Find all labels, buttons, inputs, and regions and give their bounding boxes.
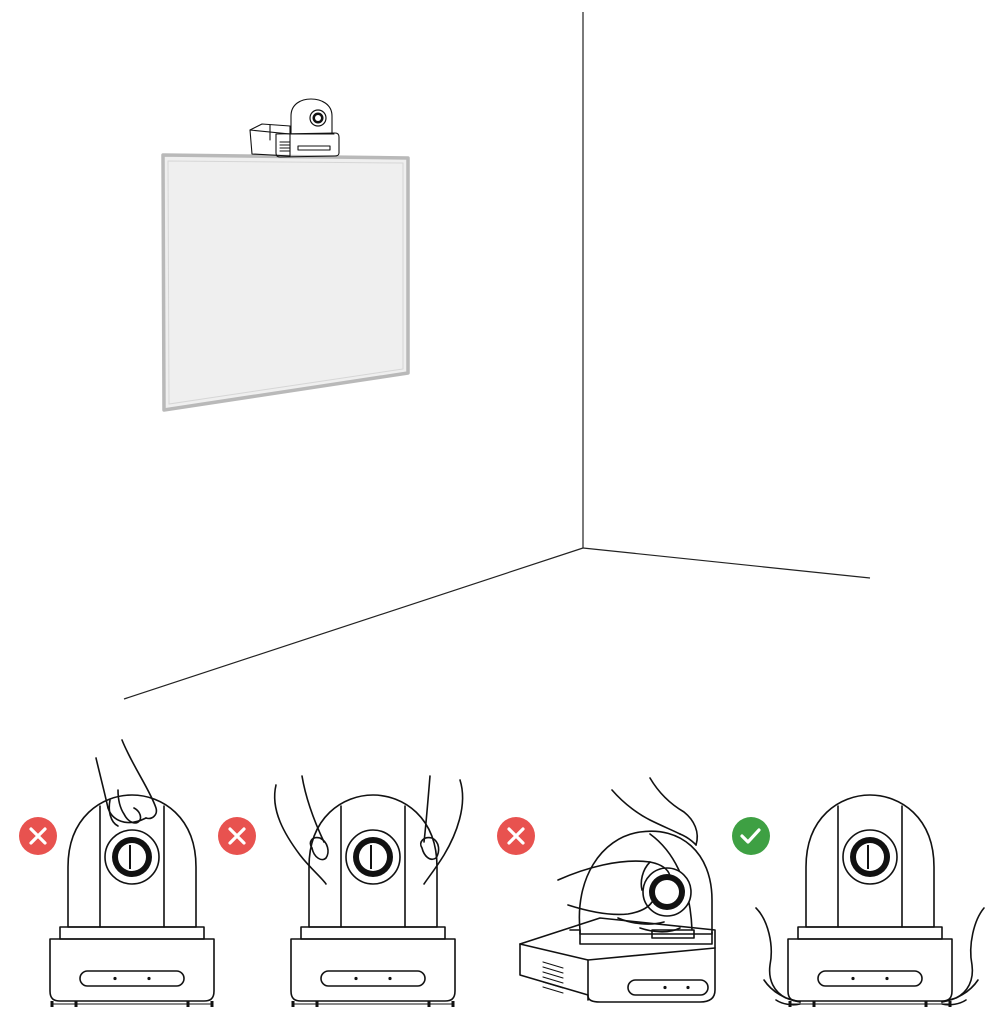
hand-icon <box>557 860 681 933</box>
right-badge <box>732 817 770 855</box>
hand-icon <box>95 739 158 827</box>
handling-example-3 <box>497 777 716 1003</box>
camera-front-view <box>289 793 457 1009</box>
handling-example-2 <box>218 775 464 1009</box>
room-corner <box>123 12 871 700</box>
check-icon <box>740 828 761 844</box>
hand-icon <box>755 907 801 1006</box>
camera-front-view <box>48 793 216 1009</box>
ptz-camera-mounted <box>249 98 340 158</box>
cross-icon <box>228 827 246 845</box>
floor-edge-left <box>123 547 584 700</box>
handling-example-4 <box>732 793 985 1009</box>
wrong-badge <box>19 817 57 855</box>
camera-front-view <box>786 793 954 1009</box>
wall-screen <box>161 153 410 412</box>
handling-example-1 <box>19 739 216 1009</box>
wrong-badge <box>497 817 535 855</box>
wrong-badge <box>218 817 256 855</box>
cross-icon <box>29 827 47 845</box>
hand-icon <box>611 777 699 846</box>
hand-icon <box>273 775 329 885</box>
camera-angled-view <box>519 830 716 1003</box>
hand-icon <box>419 775 464 885</box>
cross-icon <box>507 827 525 845</box>
hand-icon <box>941 907 985 1006</box>
floor-edge-right <box>582 547 871 579</box>
